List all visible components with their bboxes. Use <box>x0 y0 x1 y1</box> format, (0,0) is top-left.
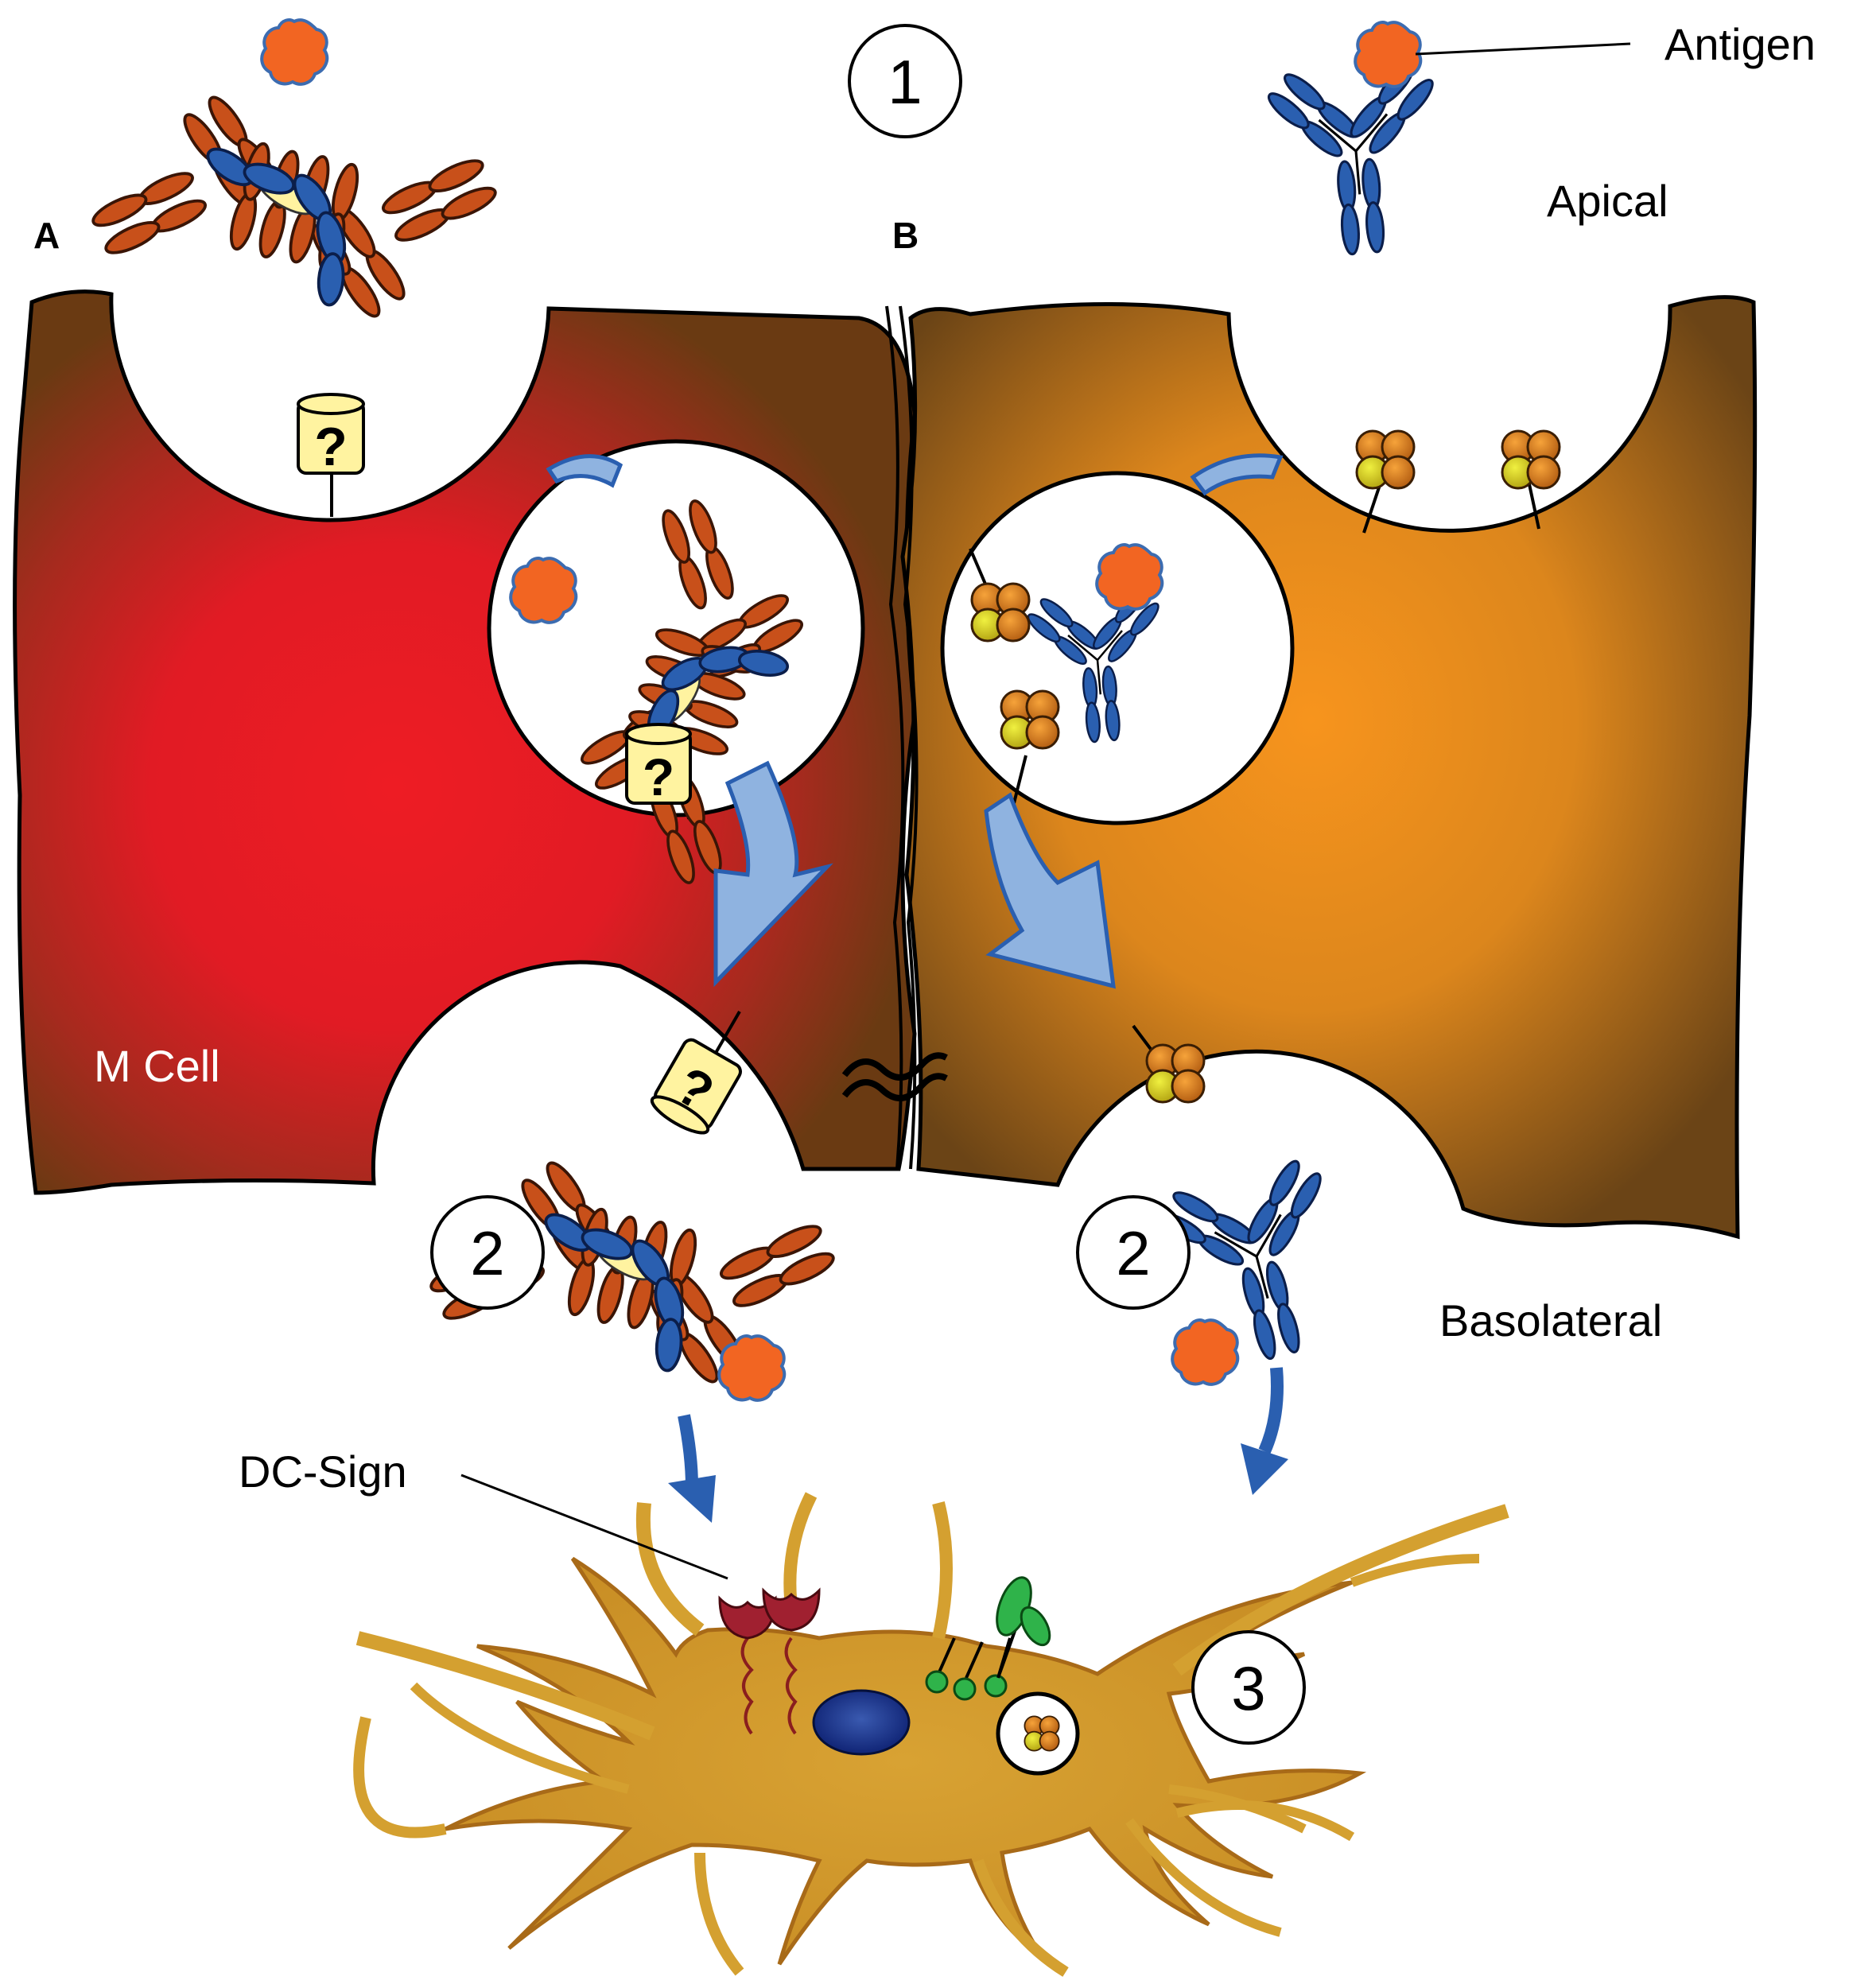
transport-arrow-b <box>984 453 1284 989</box>
step-2a-badge: 2 <box>430 1195 545 1310</box>
vesicle-b <box>940 471 1295 825</box>
panel-label-a: A <box>33 215 60 256</box>
fcrn-basolateral <box>1132 1024 1206 1104</box>
svg-text:2: 2 <box>1116 1218 1150 1288</box>
green-receptors <box>925 1576 1051 1701</box>
apical-label: Apical <box>1547 176 1668 226</box>
arrow-to-dc-b <box>1241 1367 1288 1495</box>
arrow-to-dc-a <box>668 1414 716 1523</box>
fcrn-apical-1 <box>1355 429 1416 534</box>
svg-text:1: 1 <box>888 47 922 117</box>
svg-text:3: 3 <box>1231 1653 1265 1723</box>
fcrn-apical-2 <box>1501 429 1561 530</box>
svg-text:?: ? <box>643 747 674 806</box>
receptor-a-basolateral: ? <box>650 1011 742 1135</box>
antigen-on-igg-b <box>1354 21 1423 88</box>
vesicle-a: ? <box>487 439 865 886</box>
dc-sign-label: DC-Sign <box>239 1446 407 1497</box>
receptor-a-apical: ? <box>297 393 365 517</box>
step-1-badge: 1 <box>848 24 962 138</box>
dc-sign-receptors <box>718 1587 821 1735</box>
tight-junction-icon <box>841 1052 948 1101</box>
svg-text:?: ? <box>314 417 348 477</box>
igg-apical-b <box>1261 56 1453 262</box>
transport-arrow-a <box>546 454 833 988</box>
svg-text:2: 2 <box>470 1218 504 1288</box>
siga-apical-a <box>80 69 508 345</box>
dc-sign-pointer <box>460 1474 728 1580</box>
cell-junction <box>885 305 905 1170</box>
step-2b-badge: 2 <box>1076 1195 1191 1310</box>
antigen-on-igg-basolateral-b <box>1171 1318 1240 1386</box>
dc-endosome <box>996 1691 1080 1776</box>
antigen-on-siga-a <box>260 18 329 86</box>
step-3-badge: 3 <box>1191 1630 1306 1745</box>
antigen-pointer <box>1415 42 1631 56</box>
dendritic-cell <box>353 1492 1509 1977</box>
m-cell-label: M Cell <box>94 1041 220 1091</box>
dc-nucleus <box>812 1689 911 1756</box>
panel-label-b: B <box>892 215 919 256</box>
antigen-on-siga-basolateral-a <box>717 1334 787 1402</box>
antigen-label: Antigen <box>1664 19 1816 69</box>
basolateral-label: Basolateral <box>1439 1295 1662 1345</box>
